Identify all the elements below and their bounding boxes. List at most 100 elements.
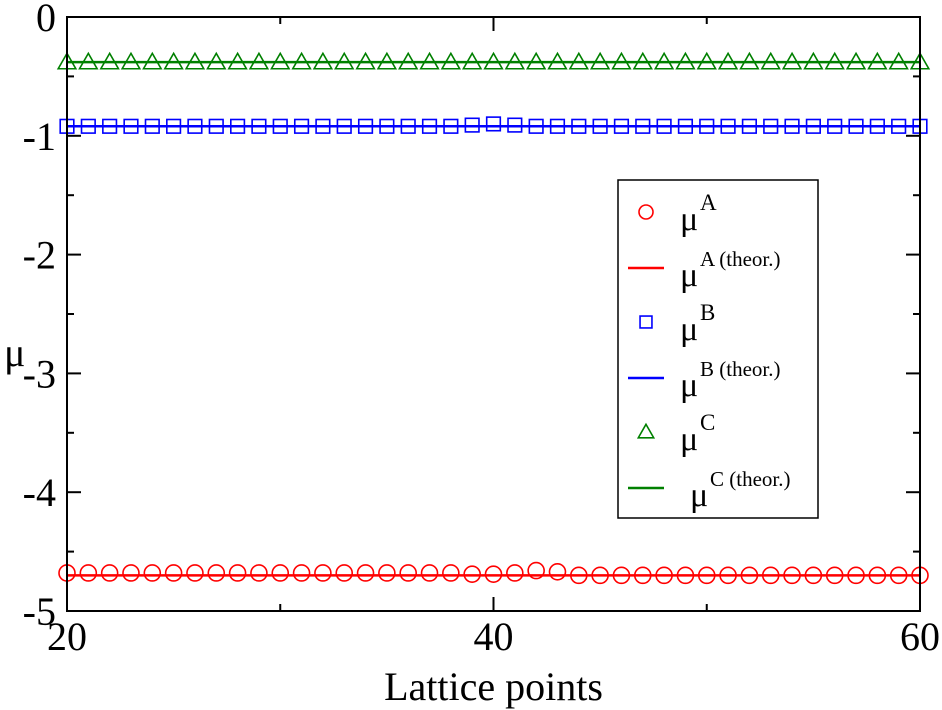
data-point (845, 51, 867, 70)
data-point (142, 51, 163, 70)
data-point (805, 118, 821, 134)
data-point (334, 51, 355, 70)
data-point (100, 564, 119, 582)
data-point (79, 564, 98, 582)
data-point (379, 118, 395, 134)
data-point (291, 51, 312, 70)
data-point (335, 564, 354, 582)
data-point (783, 566, 801, 585)
data-point (78, 51, 99, 70)
data-point (461, 51, 483, 70)
data-point (675, 51, 696, 70)
data-point (421, 118, 438, 134)
data-point (440, 51, 462, 70)
data-point (827, 118, 843, 134)
legend-marker (636, 422, 656, 439)
legend-box (617, 179, 819, 519)
legend-label-superscript: B (700, 300, 715, 325)
data-point (719, 566, 737, 585)
data-point (696, 51, 717, 70)
data-point (184, 51, 206, 70)
data-point (483, 51, 504, 70)
data-point (633, 566, 652, 585)
data-point (655, 566, 673, 585)
y-axis-label: μ (4, 330, 25, 375)
data-point (568, 51, 589, 70)
data-point (763, 118, 779, 134)
data-point (398, 51, 419, 70)
data-point (697, 566, 716, 585)
data-point (781, 51, 803, 70)
data-point (123, 118, 139, 134)
data-point (420, 564, 439, 582)
data-point (270, 51, 291, 70)
data-point (741, 118, 757, 134)
x-axis-label: Lattice points (384, 664, 603, 709)
data-point (292, 564, 311, 582)
x-tick-label: 40 (474, 614, 514, 659)
y-tick-label: 0 (36, 0, 56, 40)
data-point (571, 118, 587, 134)
data-point (102, 118, 118, 134)
data-point (442, 564, 460, 582)
data-point (888, 51, 909, 70)
y-tick-label: -2 (23, 233, 56, 278)
data-point (356, 564, 375, 582)
data-point (739, 51, 760, 70)
legend-label-superscript: A (theor.) (700, 247, 780, 271)
data-point (527, 561, 545, 580)
data-point (760, 51, 781, 70)
data-point (717, 51, 739, 70)
data-point (227, 51, 248, 70)
data-point (399, 564, 418, 582)
data-point (525, 51, 547, 70)
data-point (528, 118, 544, 134)
data-point (251, 118, 267, 134)
data-point (656, 118, 672, 134)
data-point (848, 118, 864, 134)
data-point (443, 118, 459, 134)
data-point (144, 118, 160, 134)
data-point (613, 118, 630, 134)
data-point (419, 51, 440, 70)
y-tick-label: -3 (23, 351, 56, 396)
data-point (847, 566, 865, 585)
data-point (250, 564, 268, 582)
data-point (272, 118, 288, 134)
legend-label-superscript: B (theor.) (700, 357, 780, 381)
data-point (312, 51, 334, 70)
data-point (463, 565, 481, 583)
legend-marker (639, 315, 653, 329)
data-point (824, 51, 845, 70)
data-point (740, 566, 759, 585)
data-point (699, 118, 715, 134)
data-point (632, 51, 653, 70)
data-point (464, 117, 480, 133)
data-point (612, 566, 631, 585)
y-tick-label: -1 (23, 114, 56, 159)
data-point (376, 51, 398, 70)
data-point (548, 562, 567, 581)
data-point (163, 51, 184, 70)
y-tick-label: -5 (23, 589, 56, 634)
legend-label: μ (680, 421, 698, 458)
data-point (485, 116, 502, 132)
data-point (355, 51, 376, 70)
data-point (122, 564, 140, 582)
data-point (186, 564, 204, 582)
data-point (506, 564, 524, 582)
data-point (569, 566, 588, 585)
data-point (228, 564, 247, 582)
data-point (293, 118, 310, 134)
data-point (591, 566, 609, 585)
data-point (868, 566, 887, 585)
data-point (230, 118, 246, 134)
legend-label: μ (680, 311, 698, 348)
data-point (867, 51, 888, 70)
data-point (677, 118, 694, 134)
legend-label: μ (680, 367, 698, 404)
data-point (611, 51, 632, 70)
data-point (120, 51, 142, 70)
